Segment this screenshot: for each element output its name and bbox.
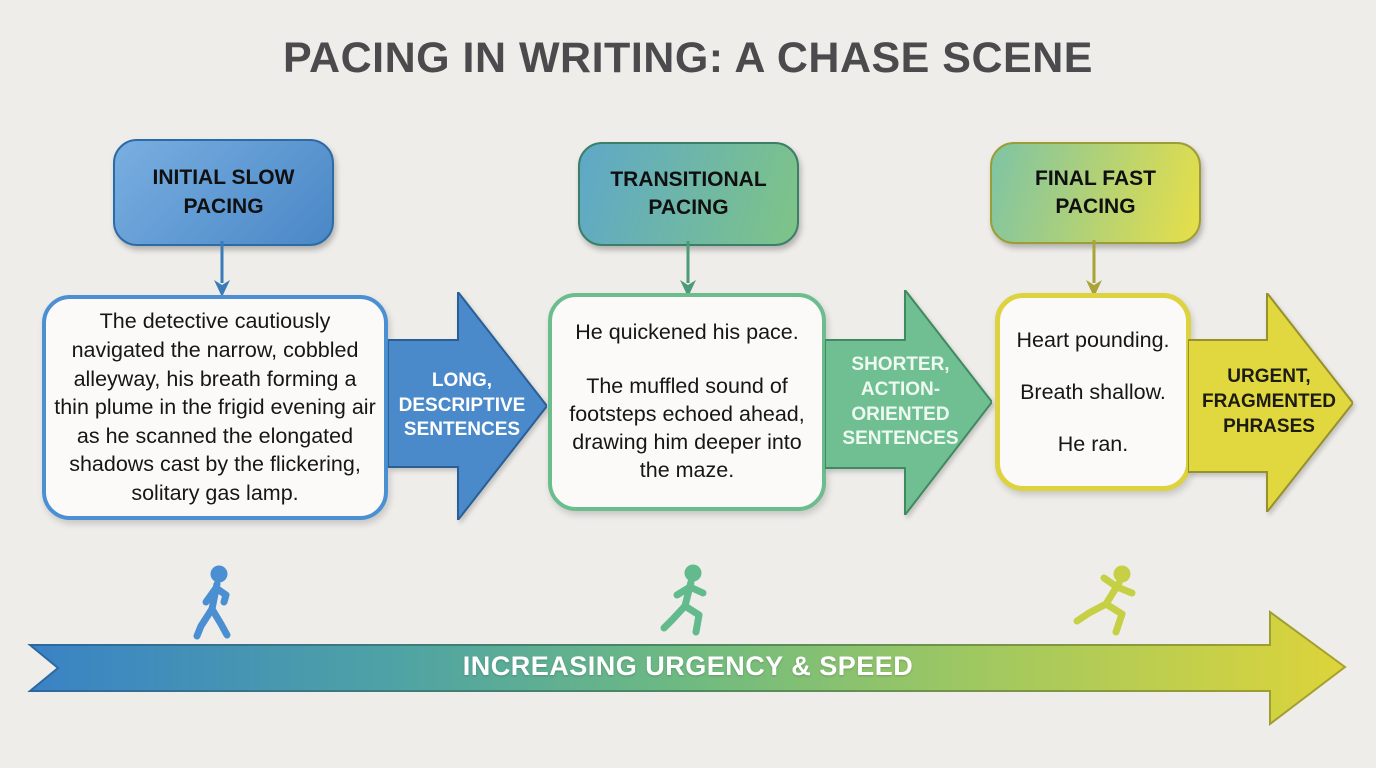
right-arrow-icon: [1188, 293, 1353, 512]
stage-3-example-text: He ran.: [1057, 431, 1129, 456]
stage-2-example-text: He quickened his pace.: [575, 320, 799, 345]
down-arrow-icon: [680, 241, 696, 297]
stage-2-example: He quickened his pace. The muffled sound…: [548, 293, 826, 511]
stage-1-example: The detective cautiously navigated the n…: [42, 295, 388, 520]
stage-3-header-label: FINAL FAST PACING: [1035, 166, 1156, 218]
right-arrow-icon: [388, 292, 547, 520]
stage-3-example-text: Breath shallow.: [1020, 379, 1166, 404]
stage-2-header: TRANSITIONAL PACING: [578, 142, 799, 246]
stage-3-header: FINAL FAST PACING: [990, 142, 1201, 244]
timeline-arrow: [27, 610, 1347, 727]
stage-2-header-label: TRANSITIONAL PACING: [610, 167, 767, 219]
stage-3-example: Heart pounding. Breath shallow. He ran.: [995, 293, 1191, 491]
stage-1-header: INITIAL SLOW PACING: [113, 139, 334, 246]
down-arrow-icon: [1086, 240, 1102, 297]
walking-person-icon: [193, 565, 231, 640]
running-person-icon: [660, 564, 707, 636]
arrow-2-label: SHORTER, ACTION- ORIENTED SENTENCES: [842, 354, 959, 450]
stage-1-example-text: The detective cautiously navigated the n…: [54, 309, 376, 505]
page-title: PACING IN WRITING: A CHASE SCENE: [283, 34, 1093, 82]
arrow-1-label: LONG, DESCRIPTIVE SENTENCES: [398, 369, 526, 441]
right-arrow-icon: [825, 290, 992, 515]
stage-1-header-label: INITIAL SLOW PACING: [152, 166, 295, 218]
sprinting-person-icon: [1073, 565, 1136, 636]
stage-3-example-text: Heart pounding.: [1016, 327, 1170, 352]
arrow-3-label: URGENT, FRAGMENTED PHRASES: [1201, 366, 1337, 437]
stage-2-example-text: The muffled sound of footsteps echoed ah…: [569, 374, 805, 482]
down-arrow-icon: [214, 241, 230, 297]
timeline-label: INCREASING URGENCY & SPEED: [462, 651, 914, 681]
